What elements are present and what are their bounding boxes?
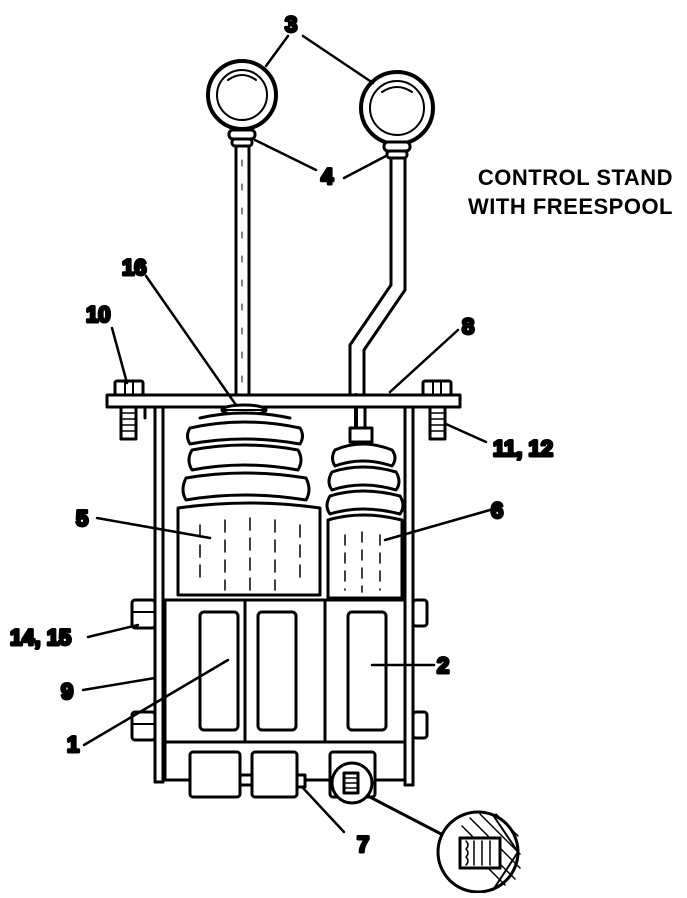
callout-11-12: 11, 12 [493, 436, 553, 461]
callout-16: 16 [122, 255, 146, 280]
top-plate [105, 393, 462, 420]
detail-marker-circle [330, 761, 374, 805]
upper-side-bolts [130, 598, 429, 630]
callout-8: 8 [462, 314, 474, 339]
callout-1: 1 [67, 732, 79, 757]
right-dust-boot [325, 426, 405, 600]
right-corner-bolt [421, 379, 453, 441]
callout-9: 9 [61, 679, 73, 704]
right-lever [348, 156, 407, 432]
left-lever [234, 144, 251, 397]
callout-6: 6 [491, 498, 503, 523]
callout-7: 7 [357, 832, 369, 857]
left-corner-bolt [113, 379, 145, 441]
callout-2: 2 [437, 653, 449, 678]
right-jam-nut [382, 140, 412, 160]
diagram-title-line-1: CONTROL STAND [477, 165, 673, 190]
callout-3: 3 [285, 12, 297, 37]
detail-leader-line [366, 794, 447, 838]
callout-4: 4 [321, 164, 334, 189]
left-jam-nut [227, 128, 257, 148]
left-knob [206, 59, 278, 131]
leader-lines [81, 34, 492, 834]
callout-14-15: 14, 15 [10, 625, 71, 650]
valve-body [163, 598, 407, 782]
diagram-title-line-2: WITH FREESPOOL [468, 194, 673, 219]
callout-10: 10 [86, 302, 110, 327]
left-dust-boot [176, 411, 322, 597]
lower-side-bolts [130, 710, 429, 742]
callout-5: 5 [76, 506, 88, 531]
magnified-detail [436, 810, 521, 894]
